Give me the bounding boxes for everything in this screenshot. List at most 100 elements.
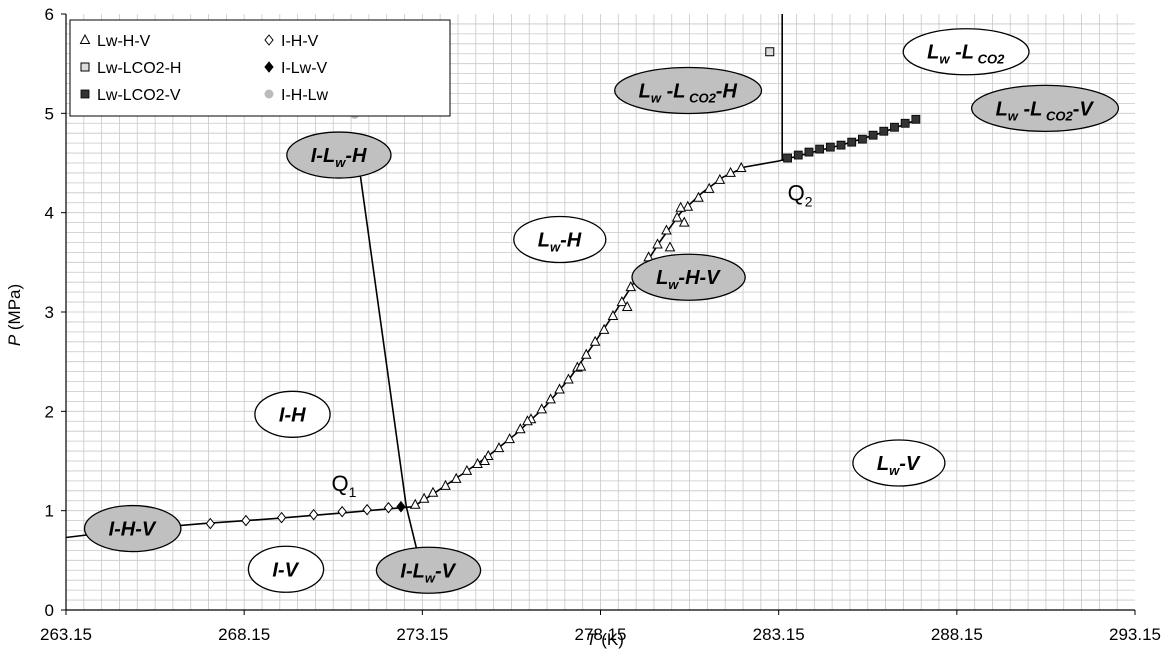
data-point <box>652 238 663 249</box>
region-label: Lw-V <box>877 453 921 478</box>
data-point <box>598 323 610 334</box>
region-ellipse <box>614 66 763 115</box>
region-lw-v: Lw-V <box>852 439 946 487</box>
data-point <box>450 472 462 483</box>
data-point <box>616 295 628 307</box>
y-axis-title: P (MPa) <box>5 284 24 346</box>
data-point <box>536 403 548 414</box>
series-i-h-v <box>205 501 394 530</box>
y-tick-label: 6 <box>45 5 54 24</box>
data-point <box>440 479 451 490</box>
y-tick-label: 1 <box>45 502 54 521</box>
data-point <box>504 433 515 444</box>
region-label: Lw-H <box>538 229 582 254</box>
data-point <box>783 153 792 163</box>
data-point <box>545 393 556 404</box>
data-point <box>671 211 683 222</box>
data-point <box>664 241 676 252</box>
data-point <box>607 309 619 320</box>
series-i-lw-v <box>396 500 406 513</box>
data-point <box>714 173 726 184</box>
data-point <box>309 508 319 521</box>
region-ellipse <box>247 545 325 593</box>
i-lw-h-line <box>355 146 408 507</box>
legend-marker <box>80 89 90 99</box>
region-ellipse <box>254 390 331 438</box>
x-tick-label: 283.15 <box>753 625 805 644</box>
legend-label: I-H-V <box>281 33 319 50</box>
data-point <box>693 191 704 202</box>
x-tick-label: 268.15 <box>218 625 270 644</box>
region-lw-h: Lw-H <box>513 215 607 264</box>
y-axis-unit: (MPa) <box>5 284 24 335</box>
y-tick-label: 0 <box>45 601 54 620</box>
data-point <box>427 486 439 497</box>
x-axis-unit: (K) <box>597 630 624 649</box>
data-point <box>554 383 565 394</box>
data-point <box>461 464 473 475</box>
data-point <box>675 201 687 212</box>
data-point <box>479 454 491 465</box>
legend-entry: Lw-LCO2-H <box>80 60 181 77</box>
data-point <box>890 122 899 132</box>
data-point <box>409 498 421 509</box>
legend-marker <box>264 89 274 99</box>
x-tick-label: 263.15 <box>40 625 92 644</box>
region-lw-lco2-h: Lw -L CO2-H <box>614 66 763 115</box>
x-tick-label: 288.15 <box>931 625 983 644</box>
data-point <box>621 300 633 312</box>
region-label: I-Lw-V <box>400 560 456 585</box>
region-label: Lw -L CO2 <box>927 42 1005 67</box>
legend-label: I-H-Lw <box>281 87 329 104</box>
region-i-lw-h: I-Lw-H <box>286 131 392 179</box>
data-point <box>522 415 533 426</box>
legend-entry: I-H-V <box>264 33 319 50</box>
legend-entry: I-Lw-V <box>264 60 328 77</box>
y-tick-label: 3 <box>45 303 54 322</box>
x-axis-title: T (K) <box>586 630 624 649</box>
region-i-lw-v: I-Lw-V <box>375 546 482 594</box>
region-label: Lw -L CO2-H <box>639 80 738 105</box>
region-ellipse <box>852 439 946 487</box>
region-label: I-V <box>272 559 299 581</box>
region-ellipse <box>513 215 607 264</box>
x-axis-symbol: T <box>586 630 598 649</box>
data-point <box>725 166 736 177</box>
data-point <box>482 449 494 461</box>
legend-label: I-Lw-V <box>281 60 328 77</box>
legend-marker <box>80 62 90 72</box>
region-ellipse <box>902 28 1030 76</box>
region-label: I-Lw-H <box>311 145 367 170</box>
data-point <box>682 200 694 211</box>
data-point <box>804 147 814 157</box>
data-point <box>868 130 878 140</box>
legend-entry: I-H-Lw <box>264 87 329 104</box>
region-i-h-v: I-H-V <box>83 504 182 553</box>
region-ellipse <box>970 84 1120 133</box>
data-point <box>825 142 835 152</box>
quadruple-point-label: Q1 <box>331 471 356 500</box>
quadruple-point-labels: Q1 Q2 <box>331 181 812 500</box>
region-lw-lco2: Lw -L CO2 <box>902 28 1030 76</box>
series-lw-lco2-v <box>783 114 921 163</box>
legend-label: Lw-H-V <box>97 33 151 50</box>
data-point <box>493 442 505 453</box>
data-point <box>765 47 775 57</box>
data-point <box>625 281 637 292</box>
region-ellipse <box>375 546 482 594</box>
data-point <box>858 134 867 144</box>
svg-text:T (K): T (K) <box>586 630 624 649</box>
data-point <box>383 501 394 514</box>
region-label: Lw-H-V <box>656 267 721 292</box>
data-point <box>472 457 483 468</box>
data-point <box>589 335 601 346</box>
data-point <box>241 514 251 527</box>
legend-marker <box>79 33 91 44</box>
data-point <box>337 505 347 518</box>
data-point <box>396 500 406 513</box>
legend-entry: Lw-H-V <box>79 33 151 50</box>
region-i-v: I-V <box>247 545 325 593</box>
quadruple-point-label: Q2 <box>788 181 813 210</box>
